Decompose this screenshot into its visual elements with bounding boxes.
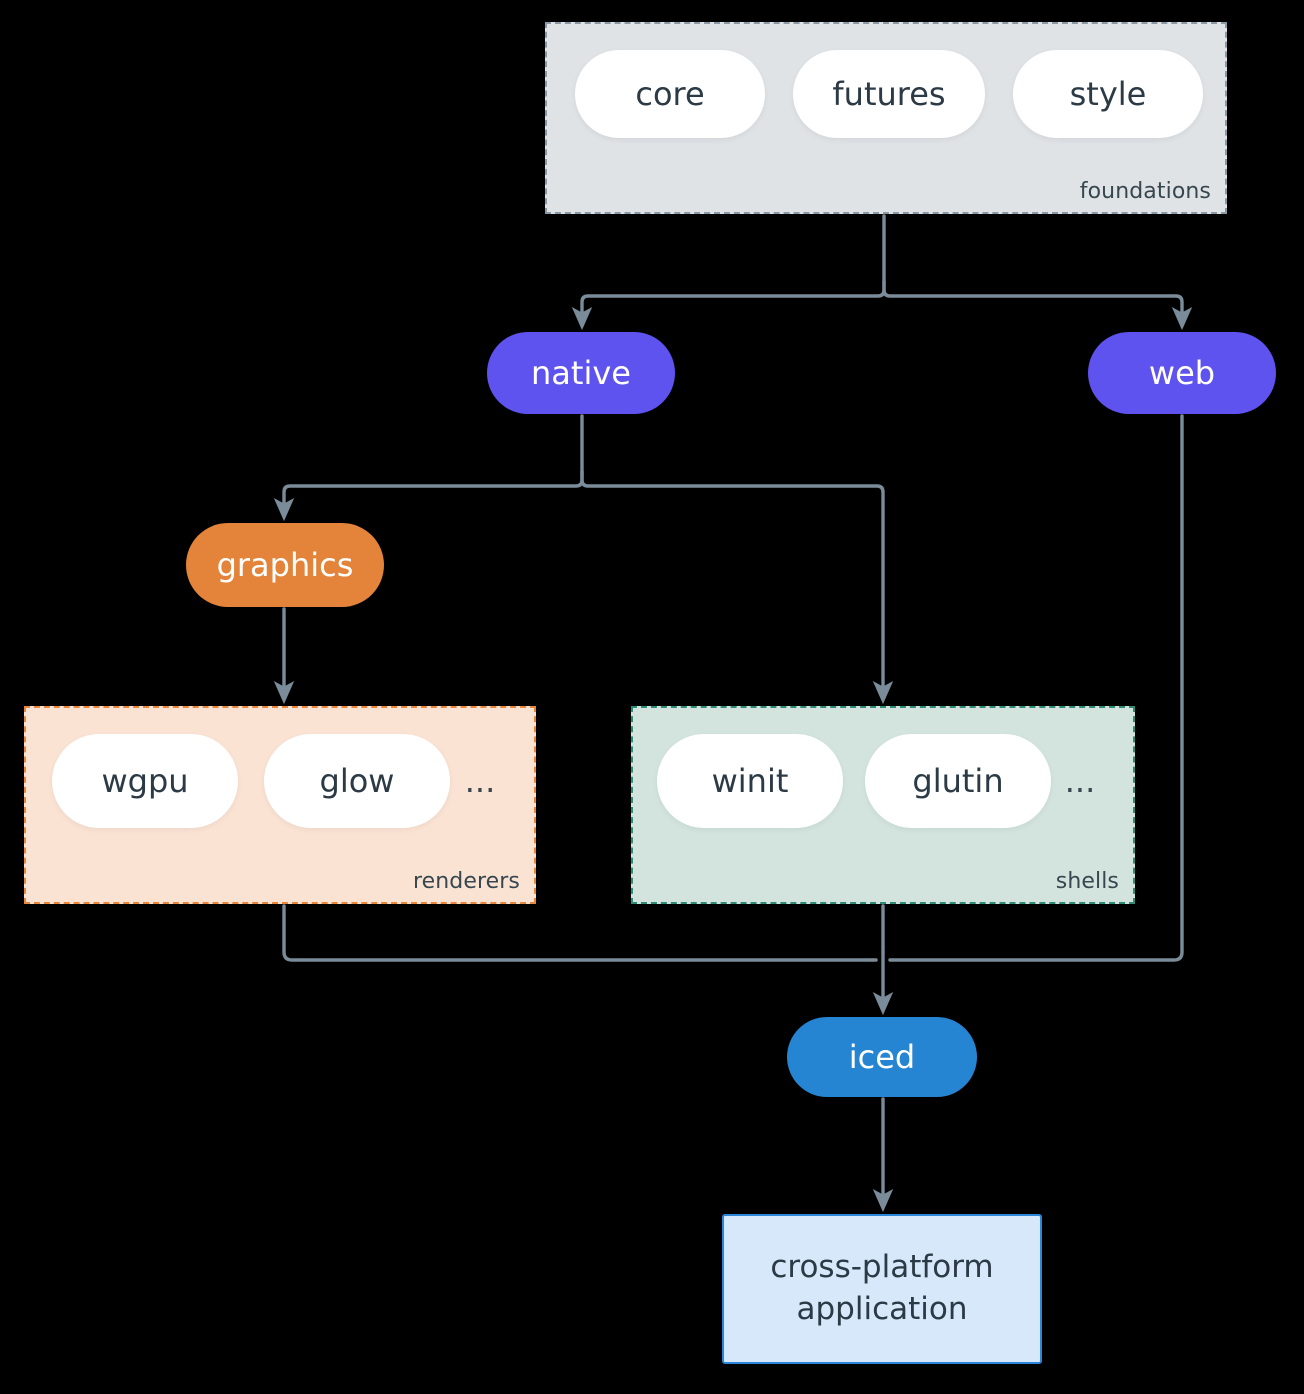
node-label: iced (848, 1038, 916, 1076)
pill-label: futures (832, 75, 946, 113)
group-foundations[interactable]: core futures style foundations (545, 22, 1227, 214)
renderers-ellipsis: ... (464, 762, 496, 800)
node-iced[interactable]: iced (787, 1017, 977, 1097)
application-label-line1: cross-platform (770, 1249, 994, 1286)
shells-ellipsis: ... (1064, 762, 1096, 800)
node-web[interactable]: web (1088, 332, 1276, 414)
pill-label: wgpu (101, 762, 189, 800)
node-cross-platform-application[interactable]: cross-platform application (722, 1214, 1042, 1364)
group-label-renderers: renderers (412, 869, 520, 894)
pill-wgpu[interactable]: wgpu (52, 734, 238, 828)
pill-core[interactable]: core (575, 50, 765, 138)
node-label: graphics (216, 546, 354, 584)
pill-label: glutin (912, 762, 1004, 800)
group-shells[interactable]: winit glutin ... shells (631, 706, 1135, 904)
pill-glow[interactable]: glow (264, 734, 450, 828)
pill-label: core (635, 75, 705, 113)
node-label: native (531, 354, 631, 392)
edge-native-to-graphics (273, 470, 584, 522)
pill-winit[interactable]: winit (657, 734, 843, 828)
node-native[interactable]: native (487, 332, 675, 414)
application-label-line2: application (796, 1291, 968, 1327)
pill-label: glow (319, 762, 395, 800)
pill-label: winit (711, 762, 789, 800)
pill-futures[interactable]: futures (793, 50, 985, 138)
group-label-shells: shells (1055, 869, 1119, 894)
pill-style[interactable]: style (1013, 50, 1203, 138)
edge-renderers-to-iced (282, 904, 878, 962)
node-label: web (1148, 354, 1216, 392)
node-graphics[interactable]: graphics (186, 523, 384, 607)
group-label-foundations: foundations (1079, 179, 1211, 204)
pill-glutin[interactable]: glutin (865, 734, 1051, 828)
group-renderers[interactable]: wgpu glow ... renderers (24, 706, 536, 904)
edge-foundations-to-native (571, 280, 886, 331)
pill-label: style (1069, 75, 1147, 113)
edge-foundations-to-web (882, 280, 1193, 331)
edge-native-to-shells (580, 470, 894, 705)
